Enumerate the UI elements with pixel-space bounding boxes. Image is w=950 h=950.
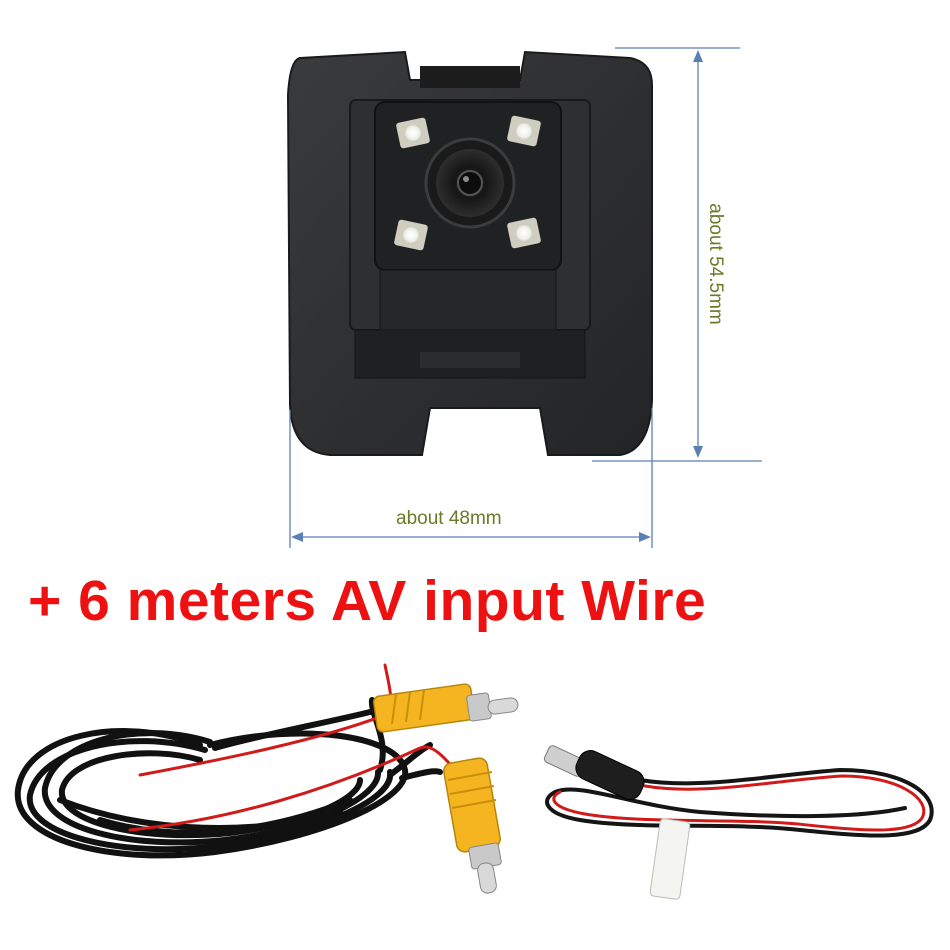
dc-plug-icon	[543, 745, 645, 800]
headline: + 6 meters AV input Wire	[28, 569, 707, 633]
width-dimension-label: about 48mm	[396, 508, 502, 529]
led-icon	[396, 117, 430, 149]
dimension-lines	[289, 47, 762, 548]
camera-icon	[286, 50, 653, 456]
led-icon	[507, 115, 541, 147]
led-icon	[507, 217, 541, 249]
cable-label-tag	[649, 818, 691, 900]
height-dimension-label: about 54.5mm	[705, 203, 726, 325]
rca-plug-icon	[443, 757, 502, 894]
rca-plug-icon	[372, 683, 519, 733]
led-icon	[394, 219, 428, 251]
lens-icon	[424, 137, 516, 229]
cable-coil-icon	[14, 663, 934, 900]
